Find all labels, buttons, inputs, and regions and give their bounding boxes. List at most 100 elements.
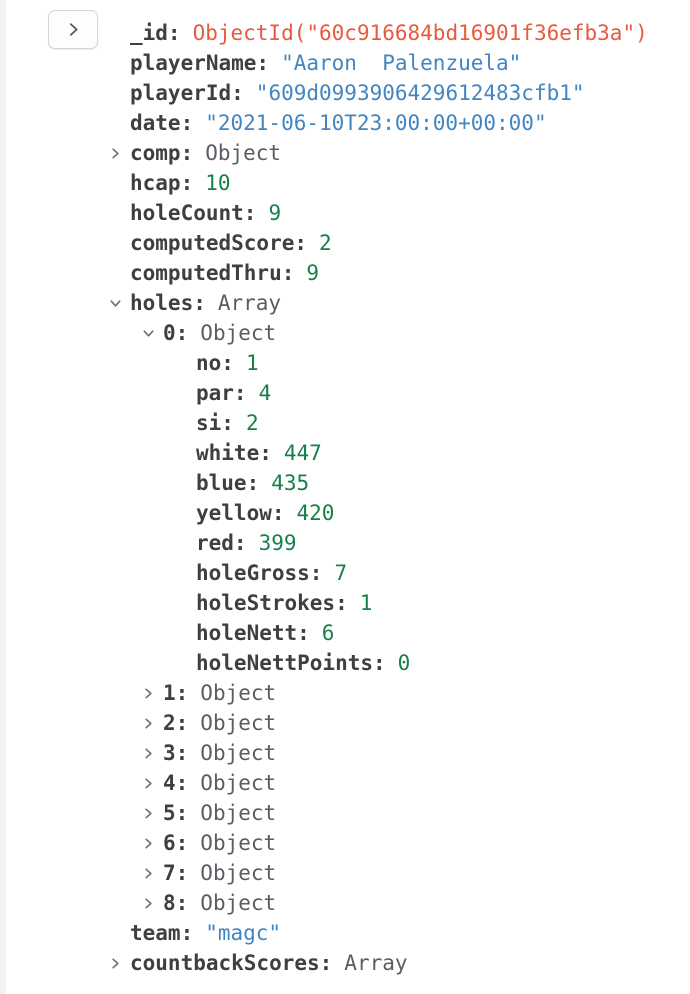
field-value: "609d0993906429612483cfb1" (255, 81, 585, 105)
field-value: ObjectId("60c916684bd16901f36efb3a") (192, 21, 648, 45)
field-key: comp: (130, 141, 194, 165)
field-key: 4: (163, 771, 189, 795)
field-row-3: 3: Object (0, 738, 690, 768)
chevron-right-icon[interactable] (140, 805, 156, 821)
chevron-right-icon[interactable] (140, 895, 156, 911)
field-value: 2 (245, 411, 259, 435)
field-row-yellow: yellow: 420 (0, 498, 690, 528)
field-value: Object (200, 711, 277, 735)
field-key: holeNett: (196, 621, 310, 645)
field-row-holeNettPoints: holeNettPoints: 0 (0, 648, 690, 678)
field-row-playerId: playerId: "609d0993906429612483cfb1" (0, 78, 690, 108)
field-key: 1: (163, 681, 189, 705)
field-value: 447 (283, 441, 322, 465)
field-key: 0: (163, 321, 189, 345)
field-row-holes: holes: Array (0, 288, 690, 318)
field-value: "Aaron Palenzuela" (281, 51, 522, 75)
field-key: holeNettPoints: (196, 651, 386, 675)
field-row-no: no: 1 (0, 348, 690, 378)
field-value: 2 (319, 231, 332, 255)
field-key: holeCount: (130, 201, 257, 225)
field-key: team: (130, 921, 194, 945)
field-value: 435 (271, 471, 310, 495)
field-row-_id: _id: ObjectId("60c916684bd16901f36efb3a") (0, 18, 690, 48)
field-value: Object (200, 801, 277, 825)
field-key: white: (196, 441, 272, 465)
expand-document-button[interactable] (48, 10, 98, 49)
field-row-blue: blue: 435 (0, 468, 690, 498)
field-row-si: si: 2 (0, 408, 690, 438)
field-value: "magc" (205, 921, 282, 945)
field-row-holeStrokes: holeStrokes: 1 (0, 588, 690, 618)
field-row-5: 5: Object (0, 798, 690, 828)
chevron-right-icon[interactable] (140, 835, 156, 851)
field-value: 9 (268, 201, 282, 225)
field-row-white: white: 447 (0, 438, 690, 468)
field-row-1: 1: Object (0, 678, 690, 708)
field-value: 420 (296, 501, 335, 525)
field-key: 8: (163, 891, 189, 915)
field-key: 5: (163, 801, 189, 825)
field-value: Object (200, 681, 277, 705)
field-row-7: 7:Object (0, 858, 690, 888)
chevron-right-icon[interactable] (140, 685, 156, 701)
field-key: holes: (130, 291, 206, 315)
field-key: 6: (163, 831, 189, 855)
field-key: computedScore: (130, 231, 308, 255)
field-value: Object (205, 141, 282, 165)
field-value: 1 (359, 591, 373, 615)
field-key: computedThru: (130, 261, 295, 285)
field-key: no: (196, 351, 234, 375)
field-value: 6 (321, 621, 335, 645)
field-key: date: (130, 111, 194, 135)
field-value: Object (200, 831, 277, 855)
field-row-red: red: 399 (0, 528, 690, 558)
chevron-down-icon[interactable] (107, 295, 123, 311)
field-key: par: (196, 381, 247, 405)
chevron-right-icon[interactable] (107, 955, 123, 971)
field-value: 7 (334, 561, 348, 585)
field-row-playerName: playerName: "Aaron Palenzuela" (0, 48, 690, 78)
chevron-right-icon (65, 21, 82, 38)
field-value: 0 (397, 651, 411, 675)
field-row-countbackScores: countbackScores:Array (0, 948, 690, 978)
field-key: holeStrokes: (196, 591, 348, 615)
field-key: playerId: (130, 81, 244, 105)
field-row-4: 4: Object (0, 768, 690, 798)
field-value: Object (200, 891, 277, 915)
field-key: _id: (130, 21, 181, 45)
field-value: 1 (245, 351, 259, 375)
field-value: Object (200, 321, 277, 345)
chevron-right-icon[interactable] (140, 865, 156, 881)
field-key: blue: (196, 471, 260, 495)
chevron-right-icon[interactable] (140, 745, 156, 761)
field-value: Array (217, 291, 282, 315)
field-key: yellow: (196, 501, 285, 525)
field-value: 399 (258, 531, 297, 555)
field-row-holeGross: holeGross: 7 (0, 558, 690, 588)
field-row-computedScore: computedScore: 2 (0, 228, 690, 258)
chevron-down-icon[interactable] (140, 325, 156, 341)
field-value: 10 (205, 171, 231, 195)
field-key: 3: (163, 741, 189, 765)
field-value: Object (200, 771, 277, 795)
field-row-team: team: "magc" (0, 918, 690, 948)
field-value: "2021-06-10T23:00:00+00:00" (205, 111, 547, 135)
field-row-holeNett: holeNett: 6 (0, 618, 690, 648)
field-row-0: 0: Object (0, 318, 690, 348)
field-row-8: 8: Object (0, 888, 690, 918)
chevron-right-icon[interactable] (140, 775, 156, 791)
field-row-par: par:4 (0, 378, 690, 408)
field-value: Object (200, 741, 277, 765)
field-row-hcap: hcap:10 (0, 168, 690, 198)
field-row-computedThru: computedThru:9 (0, 258, 690, 288)
chevron-right-icon[interactable] (107, 145, 123, 161)
field-value: Array (344, 951, 408, 975)
field-key: playerName: (130, 51, 270, 75)
field-key: 2: (163, 711, 189, 735)
field-key: red: (196, 531, 247, 555)
chevron-right-icon[interactable] (140, 715, 156, 731)
field-key: si: (196, 411, 234, 435)
field-key: holeGross: (196, 561, 323, 585)
